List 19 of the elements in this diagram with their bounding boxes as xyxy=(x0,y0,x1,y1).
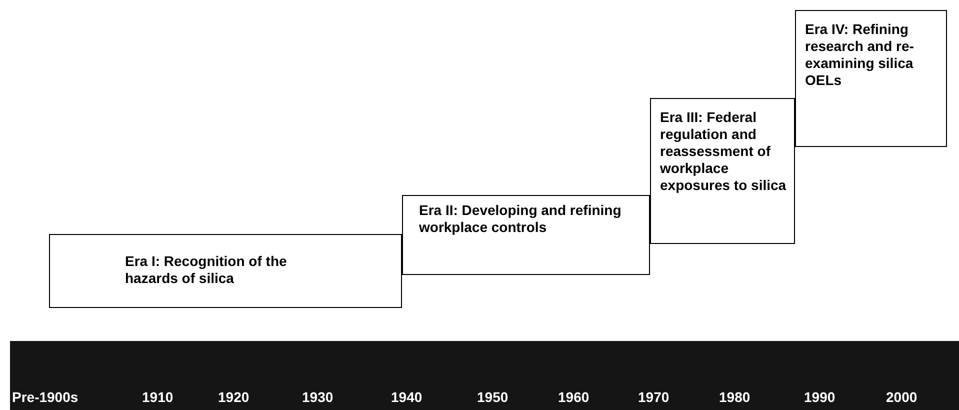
year-label: 1970 xyxy=(638,389,670,406)
year-label: 1980 xyxy=(719,389,750,406)
year-label: 1930 xyxy=(302,389,334,406)
year-label: 1960 xyxy=(558,389,590,406)
year-label: 1920 xyxy=(218,389,250,406)
era-box xyxy=(49,234,402,308)
year-label: 1940 xyxy=(391,389,422,406)
era-text: Era II: Developing and refining workplace controls xyxy=(419,202,622,236)
year-label: 2000 xyxy=(886,389,918,406)
era-text: Era I: Recognition of the hazards of silica xyxy=(125,253,288,287)
era-text: Era IV: Refining research and re-examining silica OELs xyxy=(805,21,915,89)
year-label: 1990 xyxy=(804,389,836,406)
era-text: Era III: Federal regulation and reassessment of workplace exposures to silica xyxy=(660,109,788,194)
year-label: Pre-1900s xyxy=(12,389,78,406)
era-box xyxy=(402,195,650,275)
year-label: 1950 xyxy=(477,389,508,406)
era-box xyxy=(795,10,947,147)
era-box xyxy=(650,98,795,244)
year-label: 1910 xyxy=(142,389,174,406)
